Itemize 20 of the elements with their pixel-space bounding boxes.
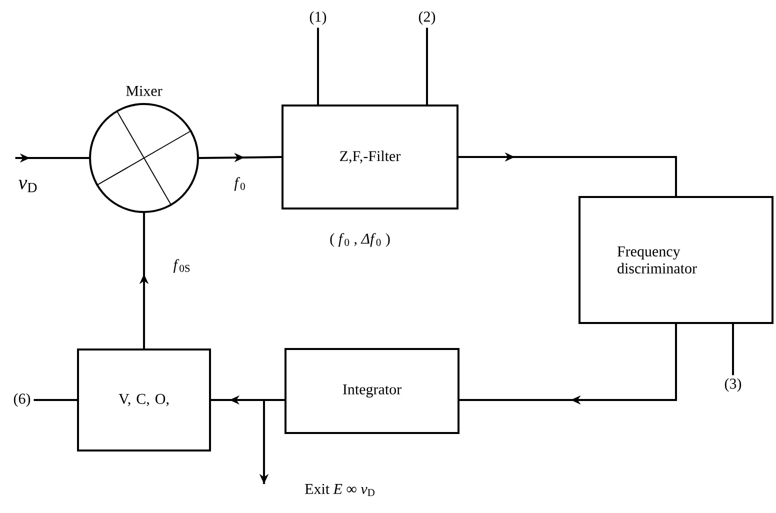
terminal-label: (3) [724,378,742,392]
terminal-label: (2) [418,11,436,25]
edge-label: f$_{0}$ [233,176,247,192]
caption-text: ( f$_{0}$ , Δf$_{0}$ ) [330,233,390,247]
connector-line [317,28,319,104]
arrow [460,324,677,405]
terminal-label: (1) [310,11,326,25]
connector-line [732,324,734,376]
connector-line [426,28,428,104]
connector-line [34,399,77,401]
block-box: Frequency discriminator [578,196,774,324]
terminal-label: ν$_{D}$ [18,180,37,192]
block-box: V, C, O, [77,348,211,452]
edge-label: Exit E ∞ ν$_{D}$ [304,482,376,498]
block-box: Integrator [284,348,460,434]
node-label: Mixer [126,86,162,96]
arrow [458,152,677,196]
terminal-label: (6) [14,393,30,407]
edge-label: f$_{0S}$ [172,258,192,274]
block-box: Z,F,-Filter [282,104,458,210]
